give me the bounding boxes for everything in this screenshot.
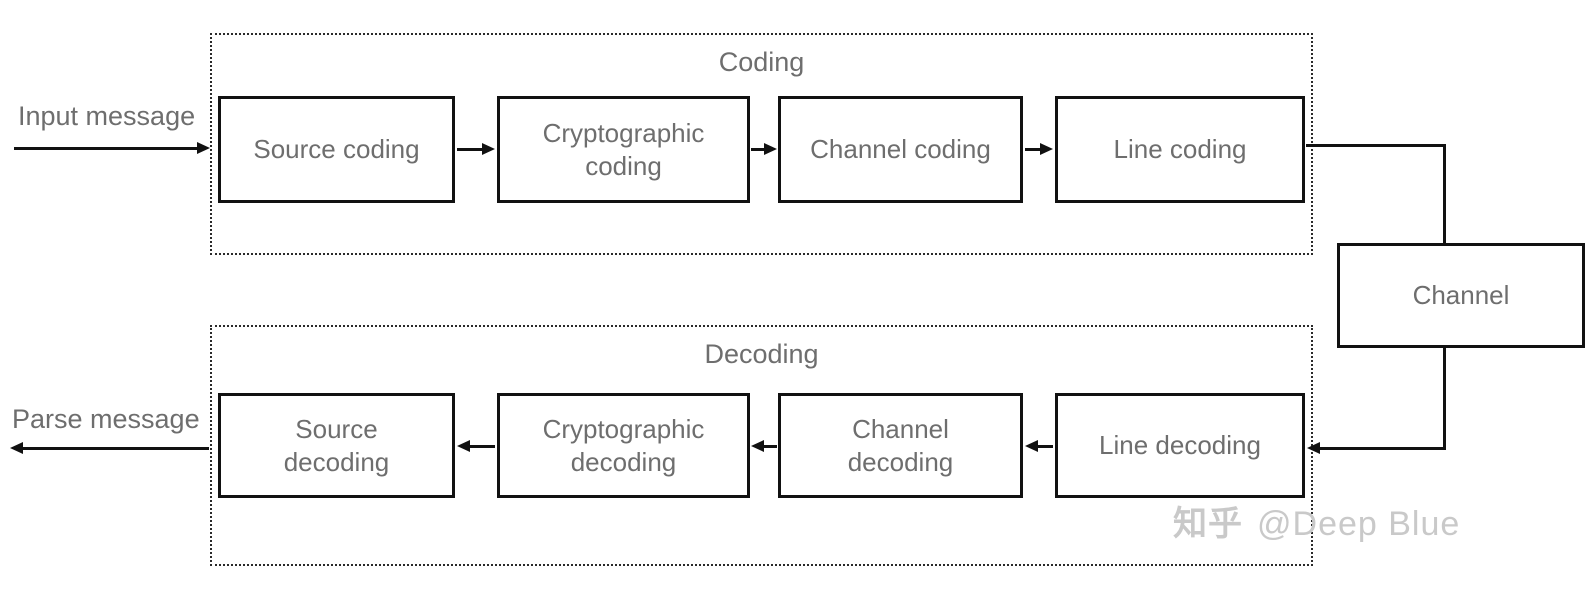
box-line-decoding: Line decoding — [1055, 393, 1305, 498]
box-source-coding: Source coding — [218, 96, 455, 203]
watermark-handle: @Deep Blue — [1257, 505, 1461, 543]
box-cryptographic-coding: Cryptographic coding — [497, 96, 750, 203]
arrow-channel-to-line-icon — [1025, 142, 1053, 156]
arrow-cryptographicdecoding-to-sourcedecoding-icon — [457, 439, 495, 453]
connector-channel-to-linedecoding-arrow-icon — [1307, 441, 1446, 455]
connector-channel-to-linedecoding-vertical — [1443, 346, 1446, 448]
watermark-site: 知乎 — [1173, 505, 1243, 543]
watermark: 知乎 @Deep Blue — [1173, 496, 1460, 545]
box-line-coding: Line coding — [1055, 96, 1305, 203]
arrow-channeldecoding-to-cryptographicdecoding-icon — [751, 439, 777, 453]
connector-linecoding-to-channel-horizontal — [1306, 144, 1446, 147]
arrow-linedecoding-to-channeldecoding-icon — [1025, 439, 1053, 453]
parse-message-arrow-icon — [10, 441, 209, 455]
box-channel-decoding: Channel decoding — [778, 393, 1023, 498]
coding-group-title: Coding — [718, 47, 805, 77]
box-channel-coding: Channel coding — [778, 96, 1023, 203]
input-message-label: Input message — [18, 101, 196, 131]
input-message-arrow-icon — [14, 141, 210, 155]
decoding-group-title: Decoding — [704, 339, 819, 369]
box-channel: Channel — [1337, 243, 1585, 348]
parse-message-label: Parse message — [12, 404, 200, 434]
box-source-decoding: Source decoding — [218, 393, 455, 498]
arrow-cryptographic-to-channel-icon — [751, 142, 777, 156]
connector-linecoding-to-channel-vertical — [1443, 144, 1446, 245]
box-cryptographic-decoding: Cryptographic decoding — [497, 393, 750, 498]
arrow-source-to-cryptographic-icon — [457, 142, 495, 156]
